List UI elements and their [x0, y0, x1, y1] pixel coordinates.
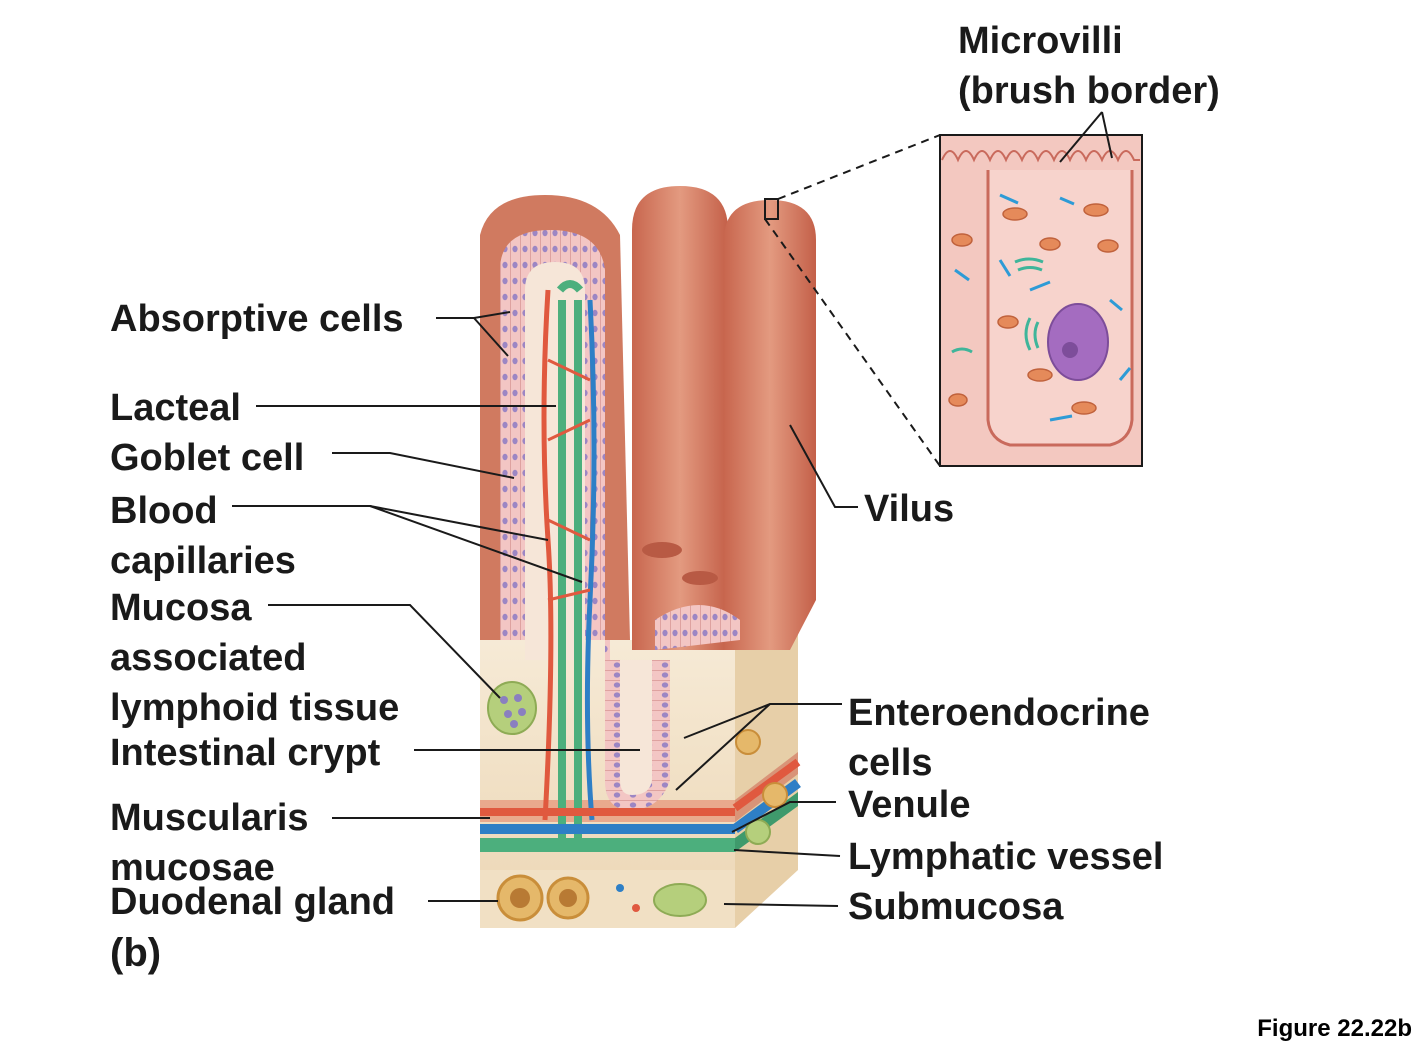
magnified-region-marker	[764, 198, 779, 220]
label-enteroendocrine-cells: Enteroendocrine cells	[848, 688, 1150, 788]
label-vilus: Vilus	[864, 488, 955, 530]
label-muscularis-mucosae: Muscularis mucosae	[110, 793, 309, 893]
label-entero-line1: Enteroendocrine	[848, 692, 1150, 734]
figure-number: Figure 22.22b	[1257, 1015, 1412, 1042]
magnification-lines	[764, 134, 941, 467]
label-intestinal-crypt: Intestinal crypt	[110, 732, 381, 774]
label-duodenal-gland: Duodenal gland	[110, 881, 395, 923]
leader-lines	[232, 111, 1113, 907]
villus-back	[632, 186, 816, 650]
label-venule: Venule	[848, 784, 971, 826]
label-microvilli-line1: Microvilli	[958, 20, 1123, 62]
label-submucosa: Submucosa	[848, 886, 1064, 928]
label-microvilli-line2: (brush border)	[958, 70, 1220, 112]
label-lacteal: Lacteal	[110, 387, 241, 429]
label-entero-line2: cells	[848, 742, 933, 784]
label-malt-line1: Mucosa	[110, 587, 252, 629]
label-lymphatic-vessel: Lymphatic vessel	[848, 836, 1164, 878]
label-malt: Mucosa associated lymphoid tissue	[110, 583, 399, 733]
label-muscularis-line2: mucosae	[110, 847, 275, 889]
label-panel: (b)	[110, 931, 162, 975]
malt-nodule	[487, 681, 537, 735]
label-goblet-cell: Goblet cell	[110, 437, 305, 479]
label-malt-line3: lymphoid tissue	[110, 687, 400, 729]
label-absorptive-cells: Absorptive cells	[110, 298, 404, 340]
label-microvilli: Microvilli (brush border)	[958, 16, 1220, 116]
label-blood-line2: capillaries	[110, 540, 296, 582]
label-malt-line2: associated	[110, 637, 307, 679]
label-blood-line1: Blood	[110, 490, 218, 532]
blood-capillaries	[480, 289, 801, 834]
label-blood-capillaries: Blood capillaries	[110, 486, 296, 586]
label-muscularis-line1: Muscularis	[110, 797, 309, 839]
duodenal-glands	[496, 729, 788, 922]
microvilli-inset	[939, 134, 1143, 467]
